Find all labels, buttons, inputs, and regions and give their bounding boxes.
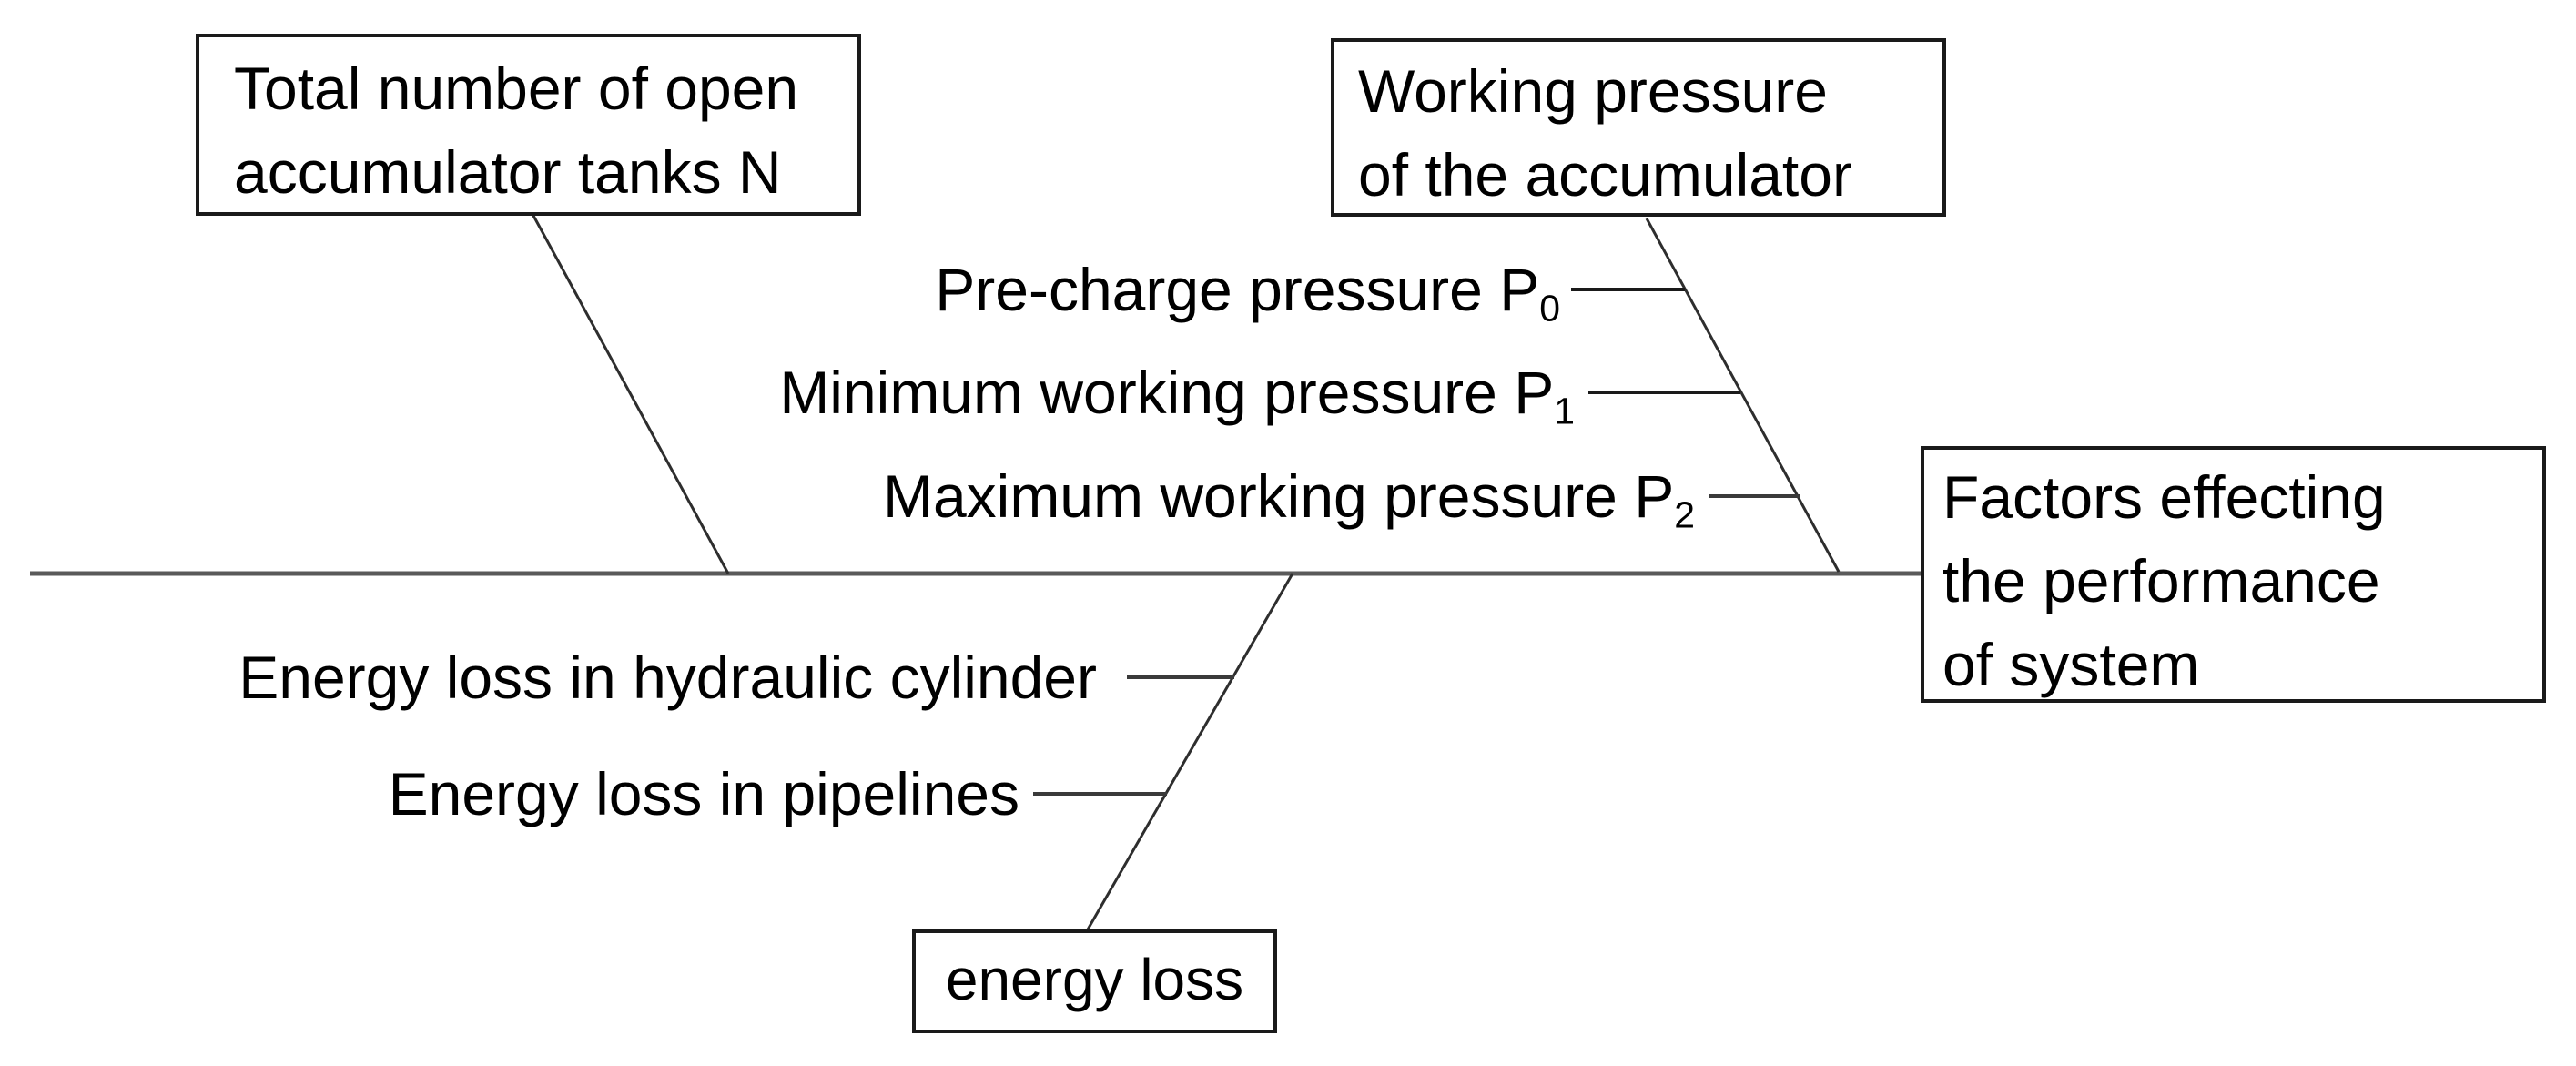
- factor-label-max-working-pressure-subscript: 2: [1674, 493, 1695, 536]
- cause-box-energy-loss: energy loss: [912, 929, 1277, 1033]
- effect-box: Factors effecting the performance of sys…: [1921, 446, 2546, 703]
- branch-energy-line: [1086, 573, 1294, 930]
- cause-box-accumulator-tanks-line2: accumulator tanks N: [234, 138, 782, 206]
- cause-box-working-pressure-line1: Working pressure: [1358, 57, 1828, 125]
- factor-label-pipeline-energy-loss: Energy loss in pipelines: [0, 757, 1019, 830]
- effect-box-line2: the performance: [1942, 547, 2380, 614]
- cause-box-accumulator-tanks: Total number of open accumulator tanks N: [196, 34, 861, 216]
- factor-label-max-working-pressure: Maximum working pressure P2: [603, 460, 1695, 536]
- factor-label-cylinder-energy-loss: Energy loss in hydraulic cylinder: [5, 641, 1097, 714]
- cause-box-energy-loss-label: energy loss: [945, 947, 1244, 1012]
- factor-label-precharge-pressure: Pre-charge pressure P0: [468, 253, 1560, 330]
- factor-label-cylinder-energy-loss-text: Energy loss in hydraulic cylinder: [238, 644, 1097, 711]
- cause-box-working-pressure: Working pressure of the accumulator: [1331, 38, 1946, 217]
- cause-box-working-pressure-line2: of the accumulator: [1358, 141, 1852, 208]
- factor-label-min-working-pressure-subscript: 1: [1554, 390, 1575, 432]
- factor-label-min-working-pressure: Minimum working pressure P1: [482, 356, 1575, 432]
- factor-label-precharge-pressure-text: Pre-charge pressure P: [935, 256, 1540, 323]
- branch-tanks-line: [531, 213, 730, 574]
- effect-box-line3: of system: [1942, 631, 2200, 698]
- factor-label-max-working-pressure-text: Maximum working pressure P: [882, 462, 1675, 530]
- effect-box-line1: Factors effecting: [1942, 463, 2386, 531]
- cause-box-accumulator-tanks-line1: Total number of open: [234, 55, 799, 122]
- factor-label-precharge-pressure-subscript: 0: [1539, 287, 1560, 330]
- factor-label-pipeline-energy-loss-text: Energy loss in pipelines: [388, 760, 1019, 827]
- factor-label-min-working-pressure-text: Minimum working pressure P: [779, 359, 1555, 426]
- branch-pressure-line: [1645, 218, 1841, 573]
